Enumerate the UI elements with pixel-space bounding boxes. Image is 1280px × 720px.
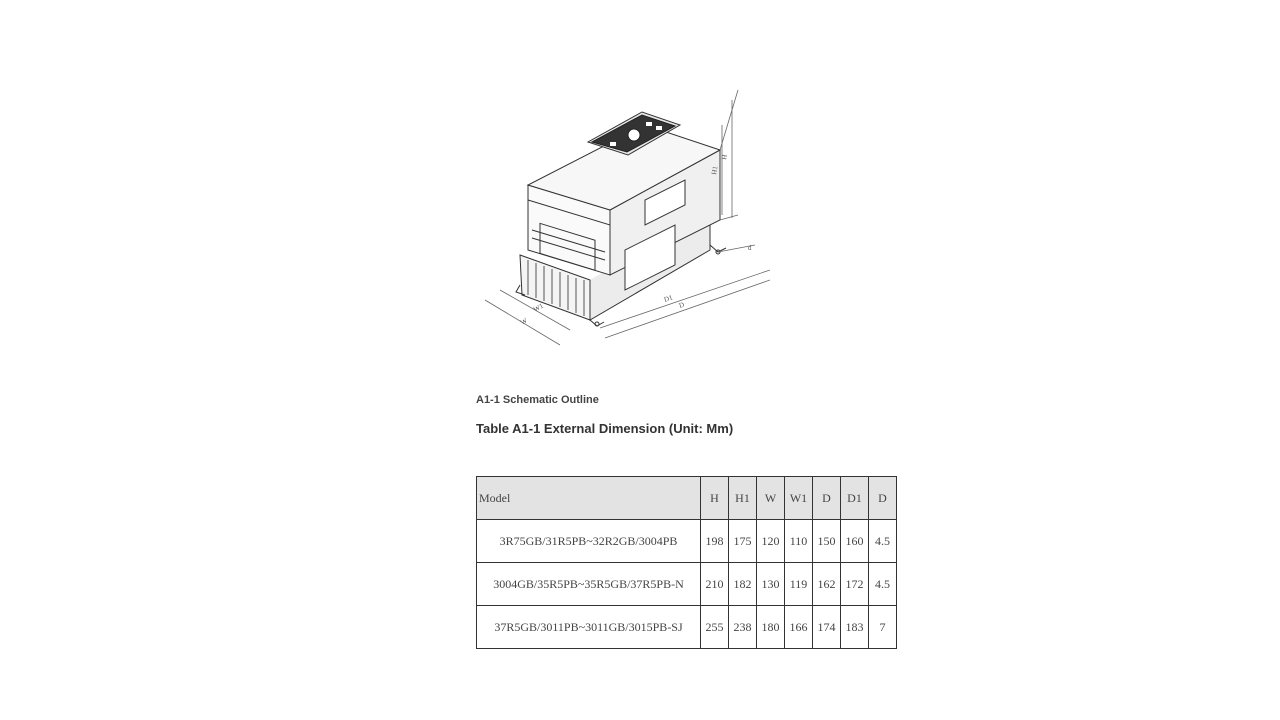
svg-text:W: W: [519, 316, 529, 326]
cell-h: 198: [700, 519, 729, 563]
cell-model: 37R5GB/3011PB~3011GB/3015PB-SJ: [476, 605, 701, 649]
cell-w1: 110: [784, 519, 813, 563]
header-d1: D1: [840, 476, 869, 520]
cell-h1: 175: [728, 519, 757, 563]
header-h: H: [700, 476, 729, 520]
cell-model: 3004GB/35R5PB~35R5GB/37R5PB-N: [476, 562, 701, 606]
svg-text:D1: D1: [663, 293, 674, 304]
cell-d-small: 7: [868, 605, 897, 649]
header-d-small: D: [868, 476, 897, 520]
schematic-outline-drawing: H H1 W W1 D D1 d: [484, 89, 770, 346]
external-dimension-table: Model H H1 W W1 D D1 D 3R75GB/31R5PB~32R…: [476, 476, 897, 649]
svg-text:W1: W1: [532, 302, 545, 314]
cell-w1: 119: [784, 562, 813, 606]
cell-model: 3R75GB/31R5PB~32R2GB/3004PB: [476, 519, 701, 563]
table-row: 3004GB/35R5PB~35R5GB/37R5PB-N 210 182 13…: [476, 562, 897, 606]
table-title: Table A1-1 External Dimension (Unit: Mm): [476, 421, 734, 436]
cell-d: 174: [812, 605, 841, 649]
svg-text:H1: H1: [710, 165, 719, 175]
svg-text:D: D: [678, 301, 685, 310]
header-d: D: [812, 476, 841, 520]
table-header-row: Model H H1 W W1 D D1 D: [476, 476, 897, 520]
figure-caption: A1-1 Schematic Outline: [476, 394, 599, 406]
cell-d1: 172: [840, 562, 869, 606]
table-row: 3R75GB/31R5PB~32R2GB/3004PB 198 175 120 …: [476, 519, 897, 563]
cell-w: 130: [756, 562, 785, 606]
cell-h1: 182: [728, 562, 757, 606]
cell-w: 120: [756, 519, 785, 563]
cell-w: 180: [756, 605, 785, 649]
cell-h1: 238: [728, 605, 757, 649]
header-model: Model: [476, 476, 701, 520]
header-h1: H1: [728, 476, 757, 520]
cell-d1: 183: [840, 605, 869, 649]
cell-h: 255: [700, 605, 729, 649]
cell-h: 210: [700, 562, 729, 606]
cell-w1: 166: [784, 605, 813, 649]
cell-d-small: 4.5: [868, 562, 897, 606]
cell-d: 150: [812, 519, 841, 563]
svg-text:d: d: [748, 244, 752, 252]
cell-d1: 160: [840, 519, 869, 563]
cell-d-small: 4.5: [868, 519, 897, 563]
header-w1: W1: [784, 476, 813, 520]
cell-d: 162: [812, 562, 841, 606]
table-row: 37R5GB/3011PB~3011GB/3015PB-SJ 255 238 1…: [476, 605, 897, 649]
svg-text:H: H: [720, 154, 729, 160]
header-w: W: [756, 476, 785, 520]
